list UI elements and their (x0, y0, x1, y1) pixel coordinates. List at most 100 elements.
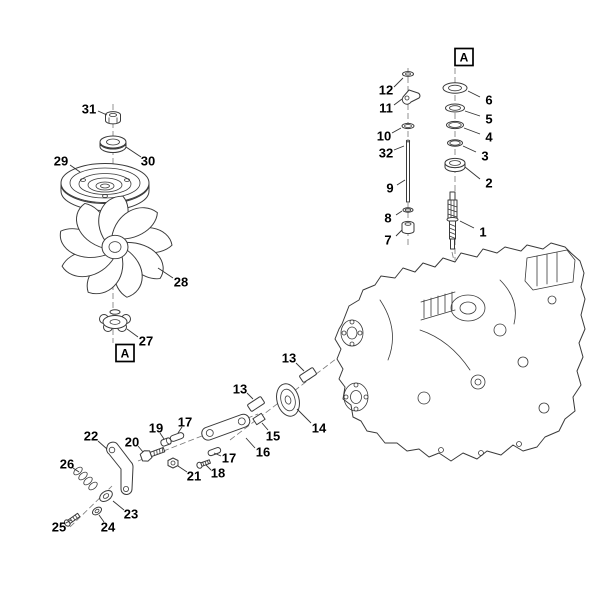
leader-line-30 (125, 146, 142, 158)
part-callout-16: 16 (256, 445, 270, 460)
part-callout-7: 7 (384, 233, 391, 248)
leader-line-29 (69, 164, 81, 173)
leader-line-19 (159, 432, 165, 440)
housing-top-block (524, 249, 576, 291)
part-21-nut (167, 457, 179, 469)
part-callout-30: 30 (141, 154, 155, 169)
part-callout-20: 20 (125, 435, 139, 450)
part-23-washer (99, 489, 113, 503)
part-callout-5: 5 (485, 112, 492, 127)
part-callout-21: 21 (187, 469, 201, 484)
part-10-ring (401, 122, 415, 130)
part-callout-1: 1 (479, 225, 486, 240)
part-callout-24: 24 (101, 520, 116, 535)
svg-text:A: A (121, 346, 130, 360)
part-callout-8: 8 (384, 211, 391, 226)
part-callout-13: 13 (233, 382, 247, 397)
part-callout-32: 32 (379, 146, 393, 161)
leader-line-27 (126, 328, 139, 338)
part-18-screw (196, 459, 211, 469)
part-callout-19: 19 (149, 421, 163, 436)
part-17-pin-right (207, 447, 222, 457)
leader-line-18 (205, 464, 212, 471)
leader-line-3 (462, 145, 477, 153)
part-callout-2: 2 (485, 176, 492, 191)
leader-line-14 (296, 408, 312, 424)
part-callout-17: 17 (222, 451, 236, 466)
part-callout-26: 26 (60, 457, 74, 472)
part-26-spring (73, 466, 98, 491)
part-1-input-shaft (446, 191, 459, 250)
transmission-housing (334, 242, 586, 462)
part-13-key-lower (247, 396, 265, 412)
leader-line-25 (65, 519, 72, 524)
part-4-o-ring (446, 120, 464, 130)
part-24-washer (92, 506, 102, 516)
part-callout-3: 3 (481, 149, 488, 164)
part-callout-14: 14 (312, 421, 327, 436)
part-callout-28: 28 (174, 275, 188, 290)
fan-blades (59, 195, 173, 298)
leader-line-21 (177, 465, 188, 473)
leader-line-24 (98, 514, 105, 523)
part-14-disc (276, 383, 300, 417)
housing-bosses (379, 279, 557, 456)
assembly-marker-A-top-right: A (454, 47, 474, 67)
leader-line-22 (97, 440, 108, 450)
leader-line-17 (177, 426, 183, 434)
part-31-nut (105, 111, 121, 125)
part-callout-23: 23 (124, 507, 138, 522)
pump-shaft-assembly (401, 71, 468, 250)
leader-line-9 (396, 179, 406, 186)
leader-line-6 (467, 90, 481, 98)
part-5-washer (445, 103, 465, 113)
control-linkage-assembly (63, 367, 317, 527)
leader-line-2 (464, 166, 481, 180)
part-callout-18: 18 (211, 466, 225, 481)
part-callout-27: 27 (139, 334, 153, 349)
part-17-pin-left (169, 432, 185, 442)
part-15-block (252, 412, 266, 426)
fan-pulley-assembly (59, 111, 173, 332)
part-callout-6: 6 (485, 93, 492, 108)
leader-line-12 (393, 77, 404, 88)
part-13-key-upper (299, 367, 317, 383)
part-callout-22: 22 (84, 429, 98, 444)
leader-line-16 (245, 437, 256, 449)
part-2-bearing (444, 157, 466, 173)
leader-line-5 (464, 110, 481, 117)
part-callout-4: 4 (485, 130, 493, 145)
housing-left-flange-lower (343, 382, 369, 412)
part-12-washer (402, 71, 414, 77)
part-8-ring (402, 207, 414, 213)
leader-line-31 (97, 110, 108, 116)
part-callout-17: 17 (178, 415, 192, 430)
part-callout-13: 13 (282, 351, 296, 366)
part-callout-25: 25 (52, 520, 66, 535)
assembly-marker-A-left: A (115, 343, 135, 363)
part-30-cap (99, 135, 127, 153)
leader-line-28 (157, 267, 174, 279)
leader-line-23 (112, 500, 125, 511)
leader-line-11 (393, 98, 403, 106)
leader-line-13 (246, 392, 254, 400)
housing-left-flange-upper (340, 319, 364, 347)
svg-text:A: A (460, 50, 469, 64)
leader-line-1 (459, 220, 475, 229)
part-callout-10: 10 (377, 129, 391, 144)
part-callout-31: 31 (82, 102, 96, 117)
part-callout-29: 29 (54, 154, 68, 169)
part-11-bracket (401, 89, 421, 105)
part-19-bushing (160, 437, 172, 447)
part-7-bushing (401, 220, 415, 235)
part-25-screw (63, 512, 81, 527)
leader-line-13 (295, 362, 305, 372)
part-3-snap-ring (447, 139, 463, 147)
part-22-bracket (106, 441, 134, 495)
leader-line-32 (393, 145, 405, 151)
part-6-seal (442, 82, 468, 94)
leader-line-8 (395, 210, 403, 216)
leader-line-10 (391, 127, 402, 134)
